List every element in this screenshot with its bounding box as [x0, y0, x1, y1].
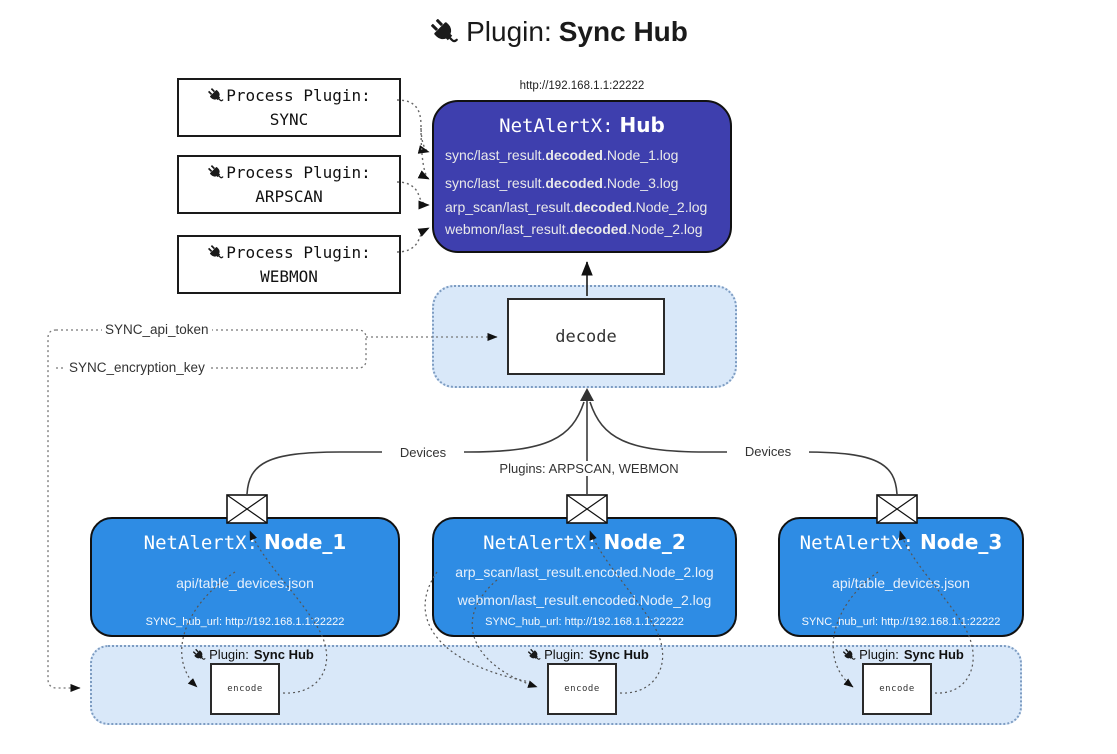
hub-log-line: sync/last_result.decoded.Node_3.log [434, 174, 730, 192]
log-bold: decoded [569, 221, 628, 237]
node-name: Node_1 [264, 530, 347, 554]
encoder-label: Plugin: [209, 647, 249, 662]
node-title: NetAlertX:Node_3 [780, 530, 1022, 554]
node-hub-url: SYNC_hub_url: http://192.168.1.1:22222 [801, 616, 1001, 628]
page-title: Plugin: Sync Hub [0, 16, 1117, 48]
plug-icon [431, 19, 458, 43]
edge-label-plugins-middle: Plugins: ARPSCAN, WEBMON [494, 461, 684, 476]
process-plugin-label: Process Plugin: [226, 86, 371, 106]
process-plugin-box-webmon: Process Plugin: WEBMON [177, 235, 401, 294]
encoder-plugin-label: Plugin: Sync Hub [828, 647, 978, 662]
node-hub-url: SYNC_hub_url: http://192.168.1.1:22222 [145, 616, 345, 628]
edge-convergence-arrowhead [580, 388, 594, 401]
hub-log-line: sync/last_result.decoded.Node_1.log [434, 146, 730, 164]
log-post: .Node_1.log [602, 147, 679, 163]
hub-url: http://192.168.1.1:22222 [519, 80, 645, 92]
hub-log-line: arp_scan/last_result.decoded.Node_2.log [434, 198, 730, 216]
node-line: arp_scan/last_result.encoded.Node_2.log [455, 564, 714, 580]
encode-label: encode [564, 684, 600, 694]
hub-title: NetAlertX:Hub [434, 113, 730, 137]
decode-box: decode [507, 298, 665, 375]
log-pre: sync/last_result. [445, 147, 546, 163]
node-title: NetAlertX:Node_1 [92, 530, 398, 554]
encode-box: encode [210, 663, 280, 715]
hub-brand: NetAlertX: [499, 115, 614, 137]
log-bold: decoded [545, 175, 603, 191]
process-plugin-header: Process Plugin: [207, 241, 371, 264]
edge-arpscan-to-hub [396, 181, 430, 210]
edge-label-devices-left: Devices [382, 445, 464, 460]
node-line: webmon/last_result.encoded.Node_2.log [457, 592, 712, 608]
node-title: NetAlertX:Node_2 [434, 530, 735, 554]
process-plugin-box-arpscan: Process Plugin: ARPSCAN [177, 155, 401, 214]
plug-icon [208, 88, 224, 102]
encoder-name: Sync Hub [253, 647, 314, 662]
process-plugin-name: WEBMON [260, 266, 318, 286]
process-plugin-name: SYNC [269, 109, 309, 129]
node-line: api/table_devices.json [832, 575, 970, 591]
edge-sync-to-hub-2 [417, 127, 430, 180]
plug-icon [208, 165, 224, 179]
node-brand: NetAlertX: [483, 532, 598, 554]
encode-box: encode [547, 663, 617, 715]
plug-icon [208, 245, 224, 259]
envelope-icon [566, 494, 608, 524]
process-plugin-header: Process Plugin: [207, 161, 371, 184]
encoder-label: Plugin: [544, 647, 584, 662]
hub-log-line: webmon/last_result.decoded.Node_2.log [434, 220, 730, 238]
process-plugin-name: ARPSCAN [255, 186, 323, 206]
sync-encryption-key-label: SYNC_encryption_key [66, 360, 208, 375]
log-post: .Node_2.log [631, 199, 708, 215]
node-line: api/table_devices.json [176, 575, 314, 591]
node-brand: NetAlertX: [143, 532, 259, 554]
process-plugin-box-sync: Process Plugin: SYNC [177, 78, 401, 137]
title-label: Plugin: [466, 16, 552, 47]
log-bold: decoded [545, 147, 603, 163]
log-pre: webmon/last_result. [445, 221, 570, 237]
encoder-name: Sync Hub [903, 647, 964, 662]
edge-webmon-to-hub [396, 227, 430, 253]
title-name: Sync Hub [558, 16, 688, 47]
decode-label: decode [555, 326, 617, 347]
hub-box: NetAlertX:Hub sync/last_result.decoded.N… [432, 100, 732, 253]
process-plugin-label: Process Plugin: [226, 163, 371, 183]
node-name: Node_2 [603, 530, 686, 554]
encode-label: encode [227, 684, 263, 694]
edge-label-devices-right: Devices [727, 444, 809, 459]
edge-token-drop [47, 329, 81, 693]
plug-icon [843, 648, 856, 660]
log-bold: decoded [574, 199, 632, 215]
sync-api-token-label: SYNC_api_token [102, 322, 212, 337]
node2-box: NetAlertX:Node_2 arp_scan/last_result.en… [432, 517, 737, 637]
node-brand: NetAlertX: [799, 532, 915, 554]
node-name: Node_3 [920, 530, 1003, 554]
log-pre: sync/last_result. [445, 175, 546, 191]
process-plugin-header: Process Plugin: [207, 84, 371, 107]
plug-icon [528, 648, 541, 660]
node3-box: NetAlertX:Node_3 api/table_devices.json … [778, 517, 1024, 637]
edge-sync-to-hub-1 [396, 99, 430, 154]
node1-box: NetAlertX:Node_1 api/table_devices.json … [90, 517, 400, 637]
hub-name: Hub [619, 113, 665, 137]
envelope-icon [876, 494, 918, 524]
encoder-plugin-label: Plugin: Sync Hub [513, 647, 663, 662]
encoder-name: Sync Hub [588, 647, 649, 662]
envelope-icon [226, 494, 268, 524]
log-post: .Node_2.log [627, 221, 703, 237]
process-plugin-label: Process Plugin: [226, 243, 371, 263]
node-hub-url: SYNC_hub_url: http://192.168.1.1:22222 [485, 616, 684, 628]
encoder-plugin-label: Plugin: Sync Hub [178, 647, 328, 662]
log-pre: arp_scan/last_result. [445, 199, 575, 215]
plug-icon [193, 648, 206, 660]
log-post: .Node_3.log [602, 175, 679, 191]
encode-label: encode [879, 684, 915, 694]
encoder-label: Plugin: [859, 647, 899, 662]
encode-box: encode [862, 663, 932, 715]
